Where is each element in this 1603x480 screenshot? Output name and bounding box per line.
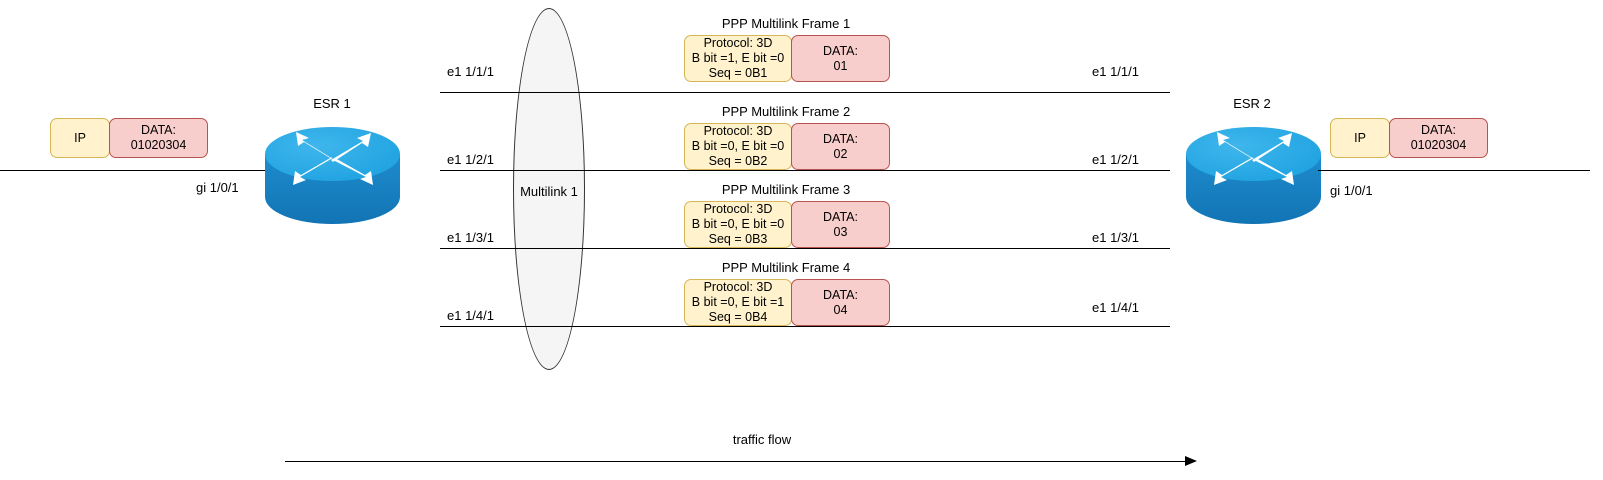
link-1-right-interface-label: e1 1/1/1 xyxy=(1092,64,1139,79)
right-packet-data: DATA: 01020304 xyxy=(1389,118,1488,158)
link-1-left-interface-label: e1 1/1/1 xyxy=(447,64,494,79)
link-wire-2 xyxy=(440,170,1170,171)
link-3-frame-data: DATA: 03 xyxy=(791,201,890,248)
right-router-interface-label: gi 1/0/1 xyxy=(1330,183,1373,198)
link-1-frame-header: Protocol: 3D B bit =1, E bit =0 Seq = 0B… xyxy=(684,35,792,82)
traffic-flow-line xyxy=(285,461,1185,462)
link-2-right-interface-label: e1 1/2/1 xyxy=(1092,152,1139,167)
link-3-right-interface-label: e1 1/3/1 xyxy=(1092,230,1139,245)
link-2-frame-header: Protocol: 3D B bit =0, E bit =0 Seq = 0B… xyxy=(684,123,792,170)
link-2-frame-data: DATA: 02 xyxy=(791,123,890,170)
link-4-frame-title: PPP Multilink Frame 4 xyxy=(721,260,851,275)
left-router-icon xyxy=(265,127,400,227)
left-router-interface-label: gi 1/0/1 xyxy=(196,180,239,195)
multilink-bundle-ellipse xyxy=(513,8,585,370)
right-router-icon xyxy=(1186,127,1321,227)
link-3-frame-title: PPP Multilink Frame 3 xyxy=(721,182,851,197)
traffic-flow-arrowhead xyxy=(1185,456,1197,466)
link-4-left-interface-label: e1 1/4/1 xyxy=(447,308,494,323)
link-1-frame-title: PPP Multilink Frame 1 xyxy=(721,16,851,31)
right-packet-ip-header: IP xyxy=(1330,118,1390,158)
multilink-bundle-label: Multilink 1 xyxy=(520,184,578,199)
left-packet-ip-header: IP xyxy=(50,118,110,158)
link-3-left-interface-label: e1 1/3/1 xyxy=(447,230,494,245)
traffic-flow-label: traffic flow xyxy=(732,432,792,447)
link-4-right-interface-label: e1 1/4/1 xyxy=(1092,300,1139,315)
link-4-frame-data: DATA: 04 xyxy=(791,279,890,326)
right-router-label: ESR 2 xyxy=(1233,96,1271,111)
right-lan-wire xyxy=(1318,170,1590,171)
left-packet-data: DATA: 01020304 xyxy=(109,118,208,158)
link-2-frame-title: PPP Multilink Frame 2 xyxy=(721,104,851,119)
link-4-frame-header: Protocol: 3D B bit =0, E bit =1 Seq = 0B… xyxy=(684,279,792,326)
link-wire-4 xyxy=(440,326,1170,327)
link-wire-1 xyxy=(440,92,1170,93)
link-3-frame-header: Protocol: 3D B bit =0, E bit =0 Seq = 0B… xyxy=(684,201,792,248)
link-2-left-interface-label: e1 1/2/1 xyxy=(447,152,494,167)
left-lan-wire xyxy=(0,170,282,171)
link-1-frame-data: DATA: 01 xyxy=(791,35,890,82)
left-router-label: ESR 1 xyxy=(313,96,351,111)
link-wire-3 xyxy=(440,248,1170,249)
